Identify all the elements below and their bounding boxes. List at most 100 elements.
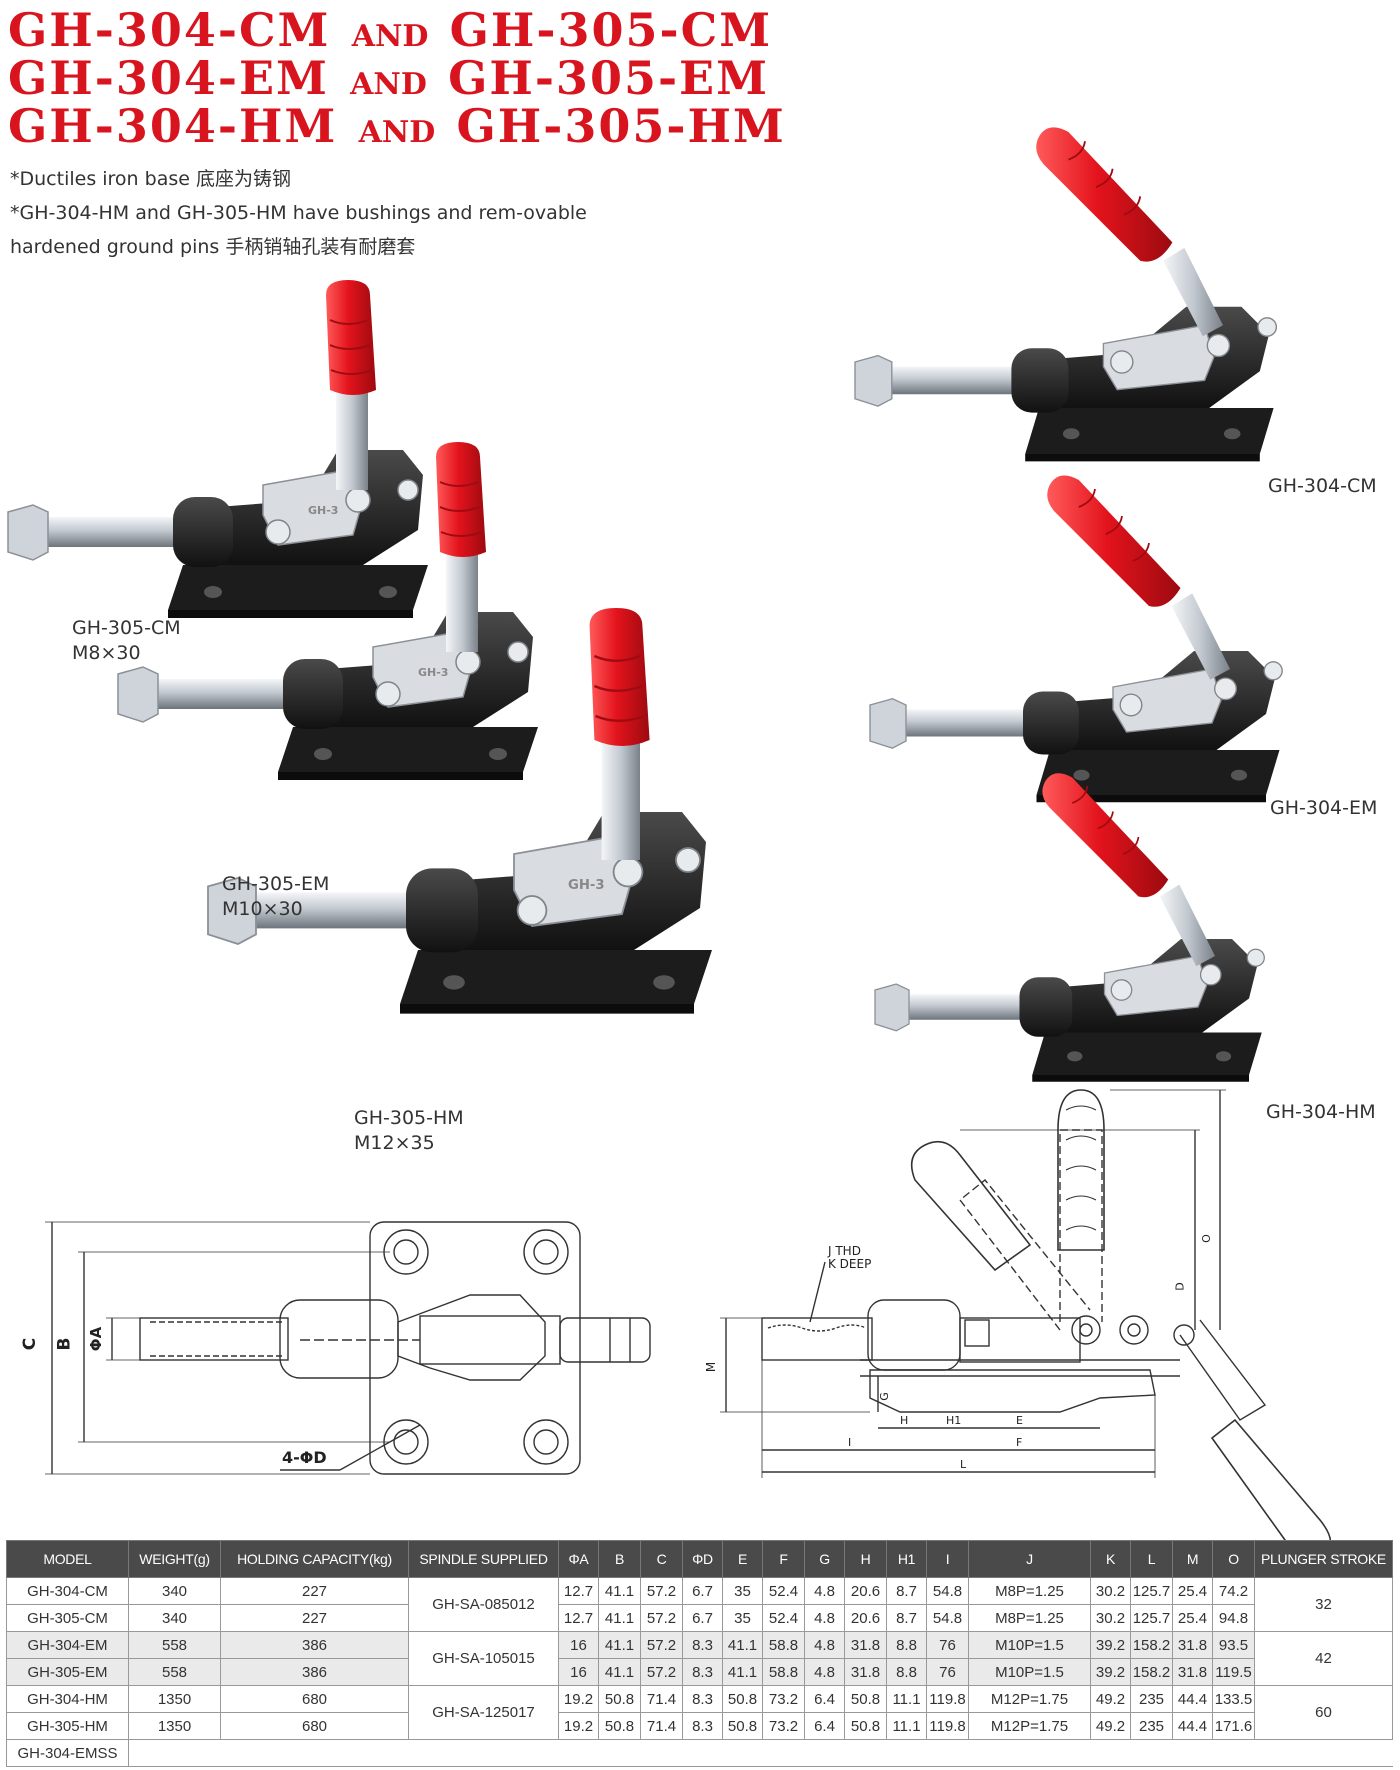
cell-dimension: 31.8: [844, 1631, 887, 1659]
cell-dimension: 50.8: [844, 1685, 887, 1713]
cell-dimension: 39.2: [1090, 1658, 1131, 1686]
caption-gh304hm: GH-304-HM: [1266, 1101, 1376, 1123]
cell-model: GH-304-CM: [6, 1577, 129, 1605]
cell-dimension: 6.7: [682, 1577, 723, 1605]
caption-gh305cm: GH-305-CM M8×30: [72, 617, 181, 664]
product-photos: GH-3: [7, 126, 1284, 1083]
dim-g-label: G: [877, 1392, 891, 1401]
dim-thread-label: J THD K DEEP: [828, 1244, 872, 1271]
cell-dimension: M8P=1.25: [968, 1604, 1091, 1632]
dim-h1-label: H1: [946, 1414, 962, 1427]
cell-dimension: 50.8: [722, 1685, 763, 1713]
cell-dimension: 31.8: [1172, 1658, 1213, 1686]
cell-capacity: 386: [220, 1631, 409, 1659]
cell-dimension: 20.6: [844, 1604, 887, 1632]
cell-dimension: 12.7: [558, 1604, 599, 1632]
caption-gh305em: GH-305-EM M10×30: [222, 873, 330, 920]
cell-dimension: 6.7: [682, 1604, 723, 1632]
cell-weight: 558: [128, 1631, 221, 1659]
cell-stroke: 42: [1254, 1631, 1393, 1686]
cell-model: GH-305-EM: [6, 1658, 129, 1686]
cell-dimension: 12.7: [558, 1577, 599, 1605]
cell-dimension: 4.8: [804, 1658, 845, 1686]
dim-f-label: F: [1016, 1436, 1023, 1449]
cell-dimension: 44.4: [1172, 1685, 1213, 1713]
cell-capacity: 386: [220, 1658, 409, 1686]
cell-weight: 1350: [128, 1712, 221, 1740]
cell-dimension: 41.1: [598, 1631, 641, 1659]
cell-dimension: M8P=1.25: [968, 1577, 1091, 1605]
cell-dimension: 35: [722, 1577, 763, 1605]
cell-dimension: 133.5: [1212, 1685, 1255, 1713]
dim-i-label: I: [848, 1436, 852, 1449]
cell-dimension: 11.1: [886, 1685, 927, 1713]
cell-dimension: 171.6: [1212, 1712, 1255, 1740]
cell-dimension: 35: [722, 1604, 763, 1632]
spec-table: MODEL WEIGHT(g) HOLDING CAPACITY(kg) SPI…: [6, 1540, 1393, 1767]
cell-dimension: 6.4: [804, 1712, 845, 1740]
cell-dimension: 16: [558, 1631, 599, 1659]
note-bushings-cont: hardened ground pins 手柄销轴孔装有耐磨套: [10, 236, 416, 258]
cell-dimension: 71.4: [640, 1712, 683, 1740]
cell-dimension: 41.1: [598, 1604, 641, 1632]
cell-spindle: GH-SA-105015: [408, 1631, 559, 1686]
cell-dimension: 76: [926, 1658, 969, 1686]
cell-dimension: 49.2: [1090, 1712, 1131, 1740]
cell-model: GH-305-HM: [6, 1712, 129, 1740]
top-view-drawing: [45, 1221, 651, 1475]
cell-dimension: 125.7: [1130, 1577, 1173, 1605]
cell-dimension: 16: [558, 1658, 599, 1686]
cell-dimension: 8.3: [682, 1712, 723, 1740]
note-base-material: *Ductiles iron base 底座为铸钢: [10, 168, 291, 190]
cell-dimension: 73.2: [762, 1712, 805, 1740]
cell-dimension: 39.2: [1090, 1631, 1131, 1659]
dim-phia-label: ΦA: [87, 1326, 106, 1352]
gh305cm-photo: [7, 279, 429, 619]
cell-dimension: 235: [1130, 1685, 1173, 1713]
cell-dimension: M10P=1.5: [968, 1658, 1091, 1686]
cell-dimension: 57.2: [640, 1631, 683, 1659]
cell-dimension: 158.2: [1130, 1631, 1173, 1659]
caption-gh304cm: GH-304-CM: [1268, 475, 1377, 497]
cell-stroke: 32: [1254, 1577, 1393, 1632]
cell-dimension: 44.4: [1172, 1712, 1213, 1740]
dim-l-label: L: [960, 1458, 967, 1471]
cell-stroke: 60: [1254, 1685, 1393, 1740]
cell-dimension: 50.8: [598, 1712, 641, 1740]
table-header-row: MODEL WEIGHT(g) HOLDING CAPACITY(kg) SPI…: [6, 1540, 1393, 1578]
cell-dimension: 8.8: [886, 1658, 927, 1686]
dim-h-label: H: [900, 1414, 909, 1427]
dim-c-label: C: [20, 1337, 41, 1351]
cell-dimension: 19.2: [558, 1712, 599, 1740]
cell-dimension: 25.4: [1172, 1577, 1213, 1605]
cell-spindle: GH-SA-125017: [408, 1685, 559, 1740]
gh304hm-photo: [874, 772, 1266, 1083]
cell-capacity: 227: [220, 1604, 409, 1632]
cell-capacity: 680: [220, 1712, 409, 1740]
cell-dimension: 52.4: [762, 1604, 805, 1632]
cell-dimension: 30.2: [1090, 1577, 1131, 1605]
cell-capacity: 680: [220, 1685, 409, 1713]
cell-dimension: 6.4: [804, 1685, 845, 1713]
caption-gh304em: GH-304-EM: [1270, 797, 1378, 819]
cell-dimension: 50.8: [598, 1685, 641, 1713]
cell-dimension: 4.8: [804, 1631, 845, 1659]
cell-dimension: 50.8: [844, 1712, 887, 1740]
cell-dimension: M12P=1.75: [968, 1685, 1091, 1713]
dim-hole-label: 4-ΦD: [282, 1448, 327, 1467]
dim-m-label: M: [704, 1361, 719, 1373]
cell-weight: 558: [128, 1658, 221, 1686]
note-bushings: *GH-304-HM and GH-305-HM have bushings a…: [10, 202, 587, 224]
cell-model: GH-304-EM: [6, 1631, 129, 1659]
cell-weight: 340: [128, 1577, 221, 1605]
cell-dimension: 76: [926, 1631, 969, 1659]
dim-d-label: D: [1173, 1282, 1187, 1291]
cell-dimension: 125.7: [1130, 1604, 1173, 1632]
cell-dimension: 30.2: [1090, 1604, 1131, 1632]
cell-dimension: 119.8: [926, 1685, 969, 1713]
